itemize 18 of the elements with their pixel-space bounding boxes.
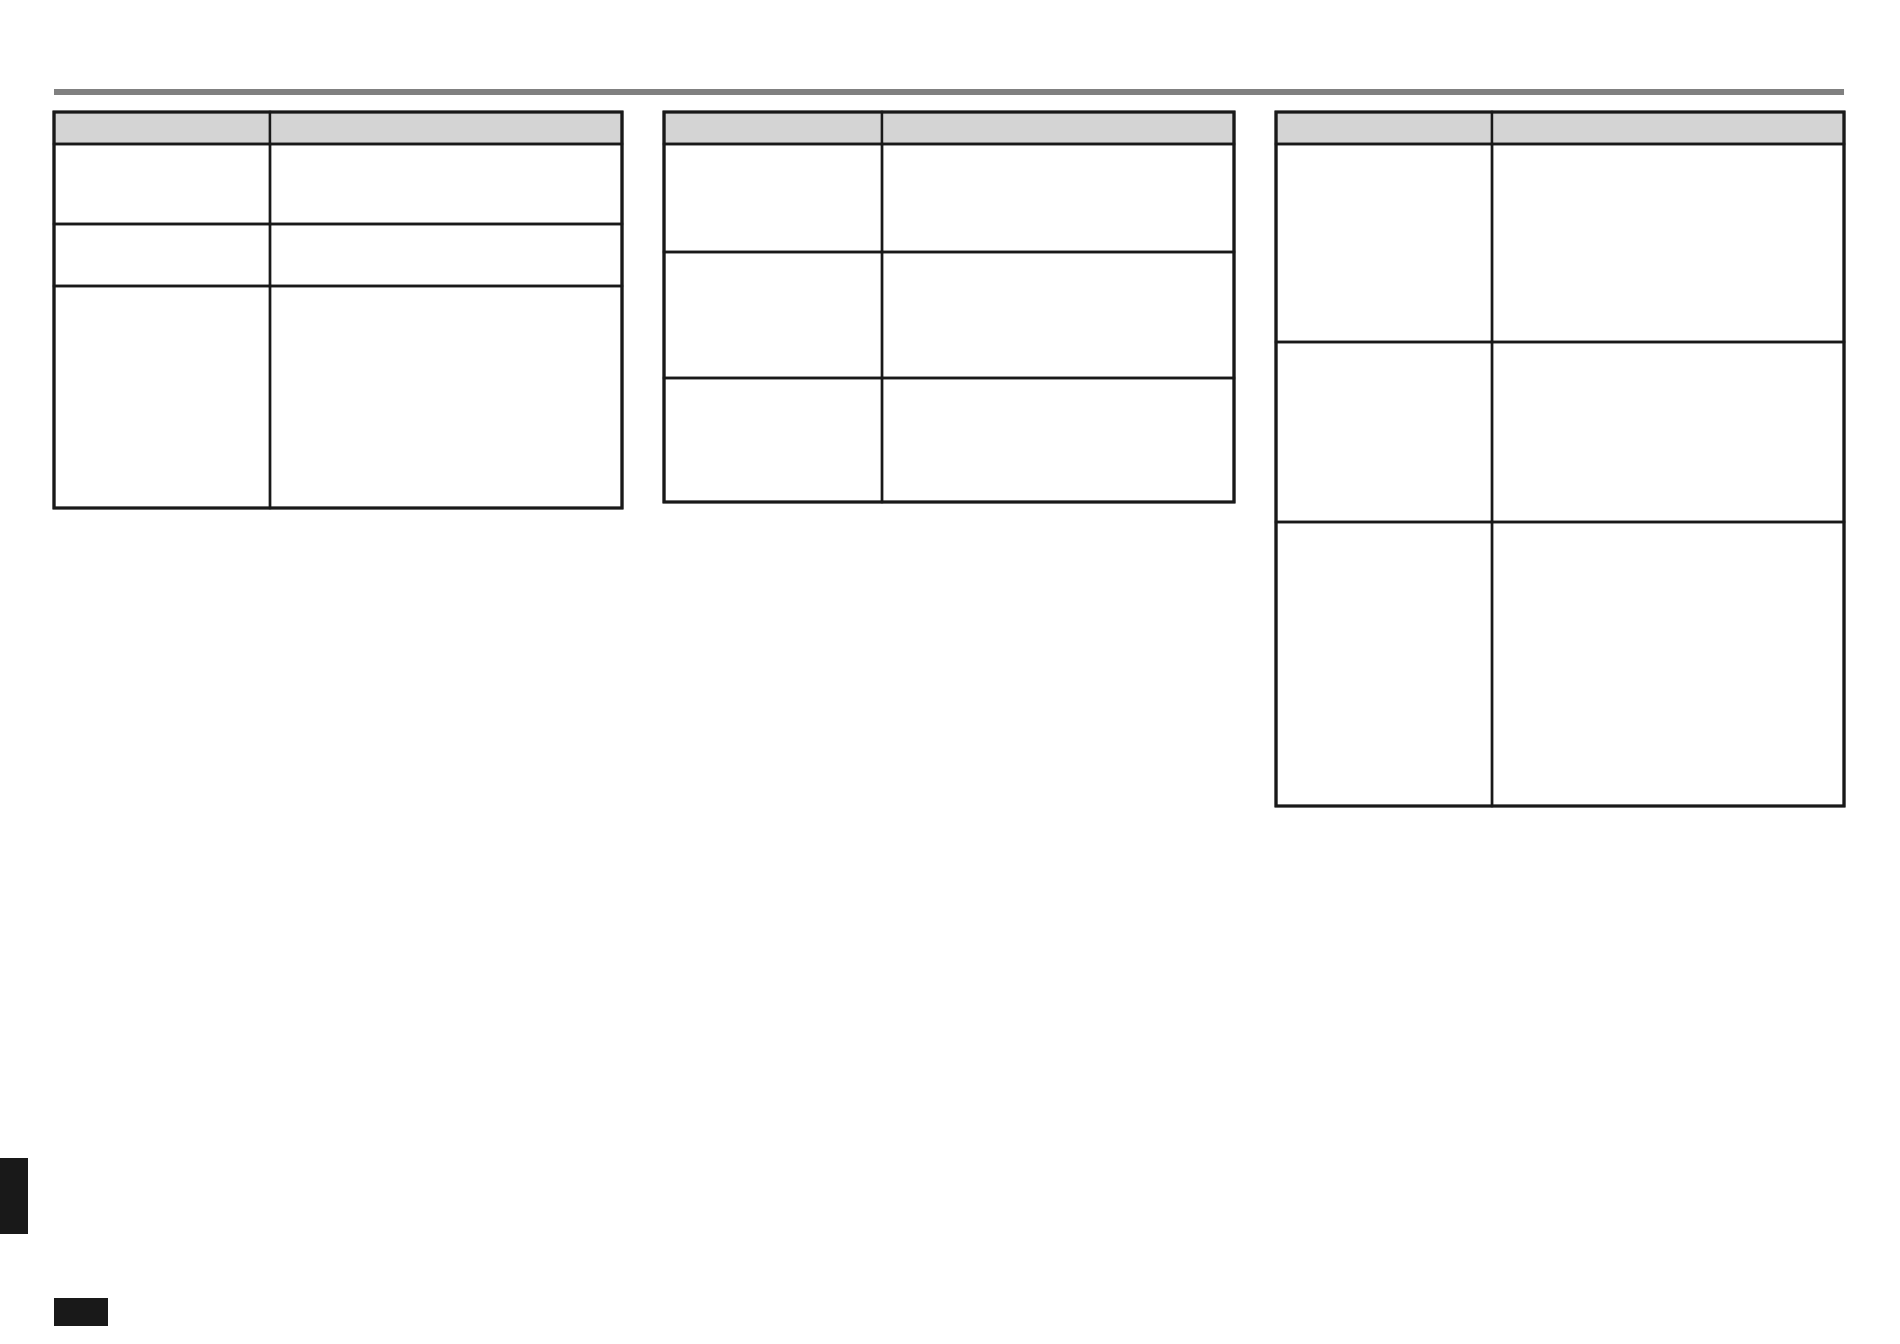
table: [52, 110, 624, 510]
table-cell: [880, 250, 1236, 380]
table-cell: [268, 222, 624, 288]
table-cell: [268, 284, 624, 510]
header-cell: [268, 110, 624, 146]
table-cell: [880, 376, 1236, 504]
header-cell: [1490, 110, 1846, 146]
header-cell: [662, 110, 884, 146]
table-cell: [880, 142, 1236, 254]
table-cell: [268, 142, 624, 226]
header-cell: [880, 110, 1236, 146]
table-cell: [1490, 520, 1846, 808]
header-cell: [1274, 110, 1494, 146]
table: [1274, 110, 1846, 808]
table-cell: [1490, 340, 1846, 524]
table-cell: [1490, 142, 1846, 344]
header-cell: [52, 110, 272, 146]
table: [662, 110, 1236, 504]
